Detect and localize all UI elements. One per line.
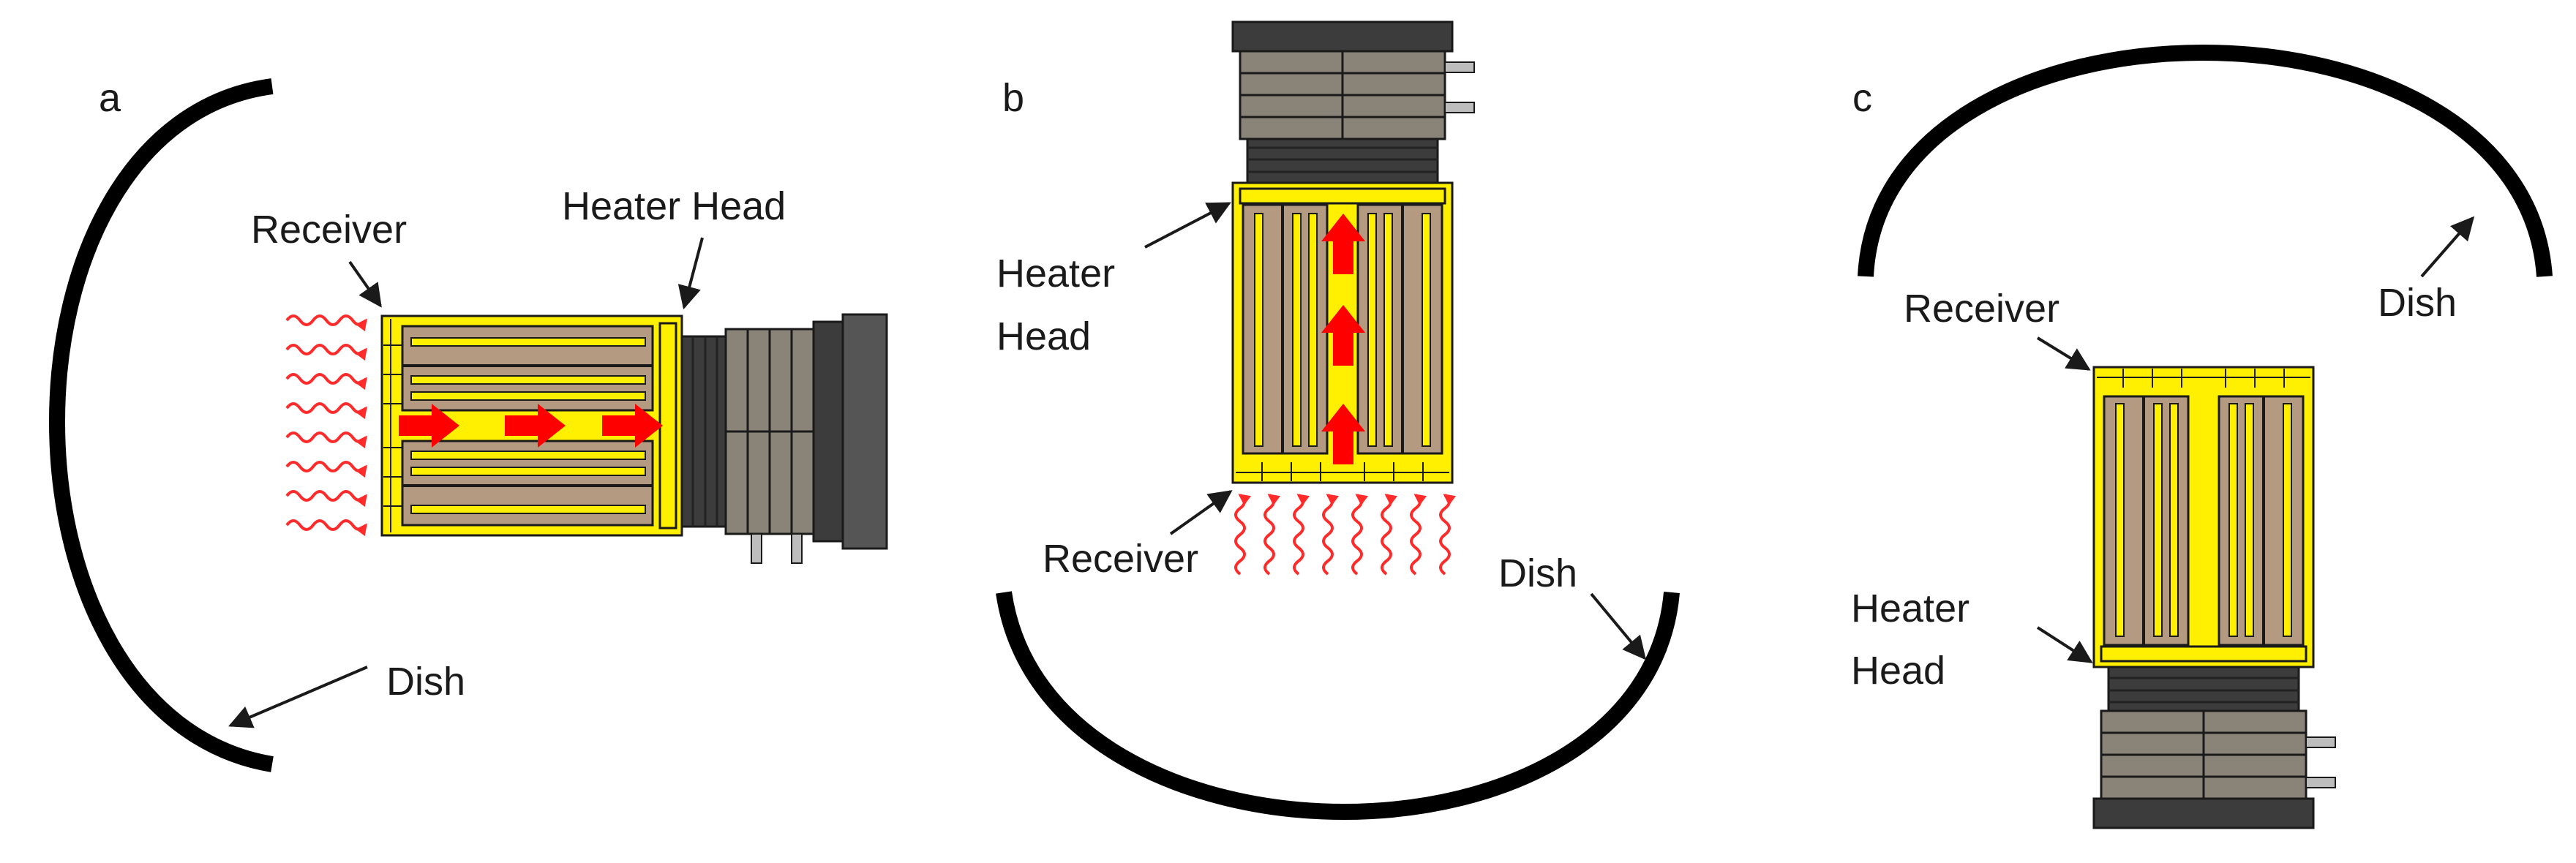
heater-head-label-a: Heater Head — [562, 184, 786, 228]
dish-a — [49, 78, 274, 772]
dish-pointer-b — [1590, 592, 1647, 660]
dish-b — [996, 591, 1680, 820]
dish-pointer-c — [2420, 216, 2475, 278]
receiver-pointer-b — [1169, 490, 1233, 535]
engine-b — [1231, 20, 1476, 184]
receiver-label-c: Receiver — [1904, 287, 2059, 331]
panel-letter-b: b — [1002, 76, 1024, 120]
dish-label-b: Dish — [1498, 551, 1577, 595]
panel-b: b Heater Head Receiver Dish — [996, 20, 1680, 820]
engine-a — [680, 313, 888, 565]
radiation-rays-b — [1236, 495, 1449, 574]
receiver-label-b: Receiver — [1043, 537, 1198, 581]
radiation-rays-a — [287, 316, 366, 530]
dish-label-a: Dish — [386, 660, 465, 704]
heater-head-label-b-line1: Heater — [996, 252, 1115, 295]
panel-letter-c: c — [1852, 76, 1872, 120]
heater-head-label-b-line2: Head — [996, 314, 1091, 358]
heater-head-pointer-b — [1144, 202, 1231, 249]
heater-head-pointer-c — [2036, 626, 2093, 663]
panel-c: c Receiver Heater Head Dish — [1851, 45, 2553, 829]
dish-c — [1858, 45, 2553, 277]
heat-flow-arrows-a — [399, 404, 663, 448]
receiver-pointer-c — [2036, 336, 2091, 371]
receiver-label-a: Receiver — [251, 208, 407, 252]
dish-label-c: Dish — [2378, 281, 2457, 325]
dish-pointer-a — [228, 666, 368, 728]
heater-head-pointer-a — [677, 237, 704, 310]
heat-flow-arrows-b — [1321, 214, 1365, 464]
receiver-heater-head-c — [2092, 366, 2315, 668]
receiver-pointer-a — [348, 260, 382, 308]
engine-c — [2092, 666, 2337, 829]
heater-head-label-c-line2: Head — [1851, 649, 1945, 693]
panel-a: a Receiver Heater Head Dish — [49, 76, 888, 772]
panel-letter-a: a — [99, 76, 121, 120]
heater-head-label-c-line1: Heater — [1851, 587, 1969, 630]
